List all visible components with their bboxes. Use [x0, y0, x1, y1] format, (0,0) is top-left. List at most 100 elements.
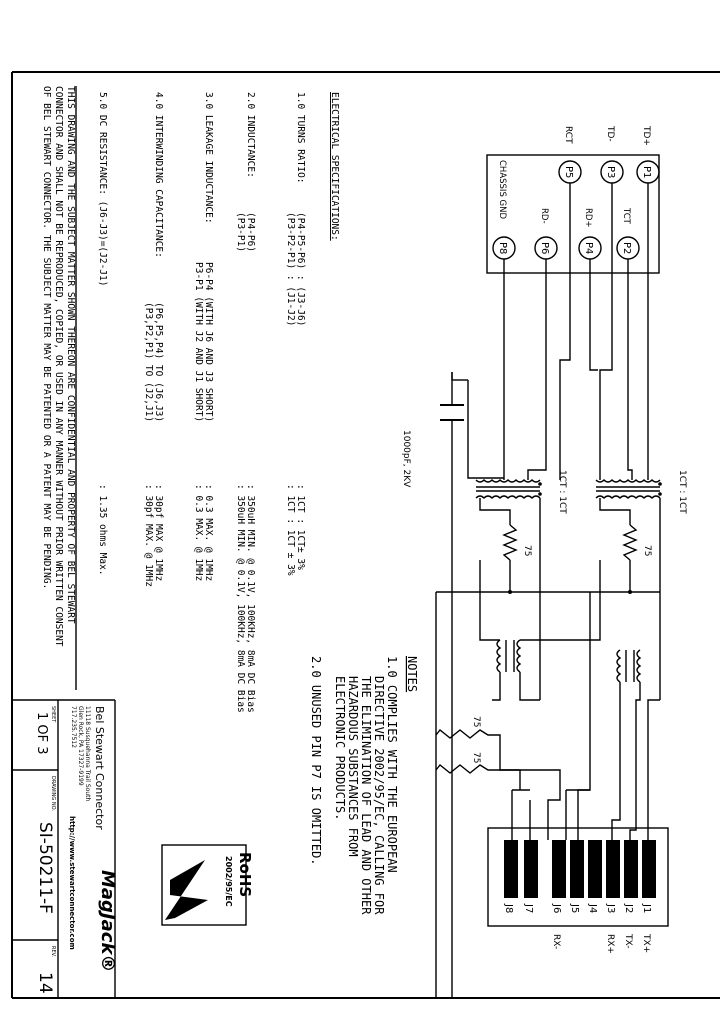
rohs-directive: 2002/95/EC: [224, 856, 233, 907]
jack-label: J4: [587, 903, 598, 913]
spec-label: 4.0 INTERWINDING CAPACITANCE:: [153, 92, 164, 258]
rohs-badge: [161, 844, 247, 926]
resistor-75: [622, 524, 638, 561]
jack-label: J6: [551, 903, 562, 913]
brand-logo: MagJack®: [97, 870, 118, 972]
ratio-top: 1CT : 1CT: [677, 470, 687, 514]
pin-label: P3: [605, 166, 616, 178]
spec-detail: (P3-P2-P1) : (J1-J2): [285, 212, 296, 326]
spec-detail: P3-P1 (WITH J2 AND J1 SHORT): [193, 262, 204, 422]
note-line: ELECTRONIC PRODUCTS.: [333, 676, 347, 821]
ratio-bottom: 1CT : 1CT: [557, 470, 567, 514]
company-address: Glen Rock, PA 17327-9199: [77, 706, 84, 786]
spec-value: : 30pf MAX. @ 1MHz: [143, 484, 154, 587]
spec-detail: (P4-P5-P6) : (J3-J6): [295, 212, 306, 326]
capacitor-label: 1000pF, 2KV: [401, 430, 411, 488]
jack-connector: [487, 827, 669, 927]
spec-detail: (P6,P5,P4) TO (J6,J3): [153, 302, 164, 422]
rev-label: REV.: [50, 946, 56, 957]
transformer-tx: [595, 479, 662, 499]
confidential-line: OF BEL STEWART CONNECTOR. THE SUBJECT MA…: [41, 86, 52, 589]
revision: 14: [35, 972, 55, 994]
note-line: 2.0 UNUSED PIN P7 IS OMITTED.: [309, 656, 323, 866]
transformer-rx: [475, 479, 542, 499]
choke-coil: [516, 639, 522, 673]
choke-coil: [496, 639, 502, 673]
choke-coil: [636, 649, 642, 683]
spec-detail: (P4-P6): [245, 212, 256, 252]
spec-value: : 350uH MIN. @ 0.1V, 100KHz, 8mA DC Bias: [235, 484, 246, 713]
note-line: HAZARDOUS SUBSTANCES FROM: [346, 676, 360, 857]
jack-label: J3: [605, 903, 616, 913]
pin-label: P4: [583, 242, 594, 254]
company-name: Bel Stewart Connector: [93, 706, 106, 830]
pin-label: P6: [539, 242, 550, 254]
spec-value: : 1CT : 1CT± 3%: [295, 484, 306, 570]
note-line: 1.0 COMPLIES WITH THE EUROPEAN: [385, 656, 399, 873]
resistor-label: 75: [522, 545, 532, 556]
resistor-label: 75: [471, 752, 481, 763]
pin-text-rd-minus: RD-: [539, 208, 549, 224]
resistor-label: 75: [471, 716, 481, 727]
jack-signal: TX+: [641, 933, 651, 953]
pin-label: P8: [497, 242, 508, 254]
spec-detail: (P3-P1): [235, 212, 246, 252]
sheet-label: SHEET: [50, 706, 56, 723]
pin-block: [486, 154, 660, 274]
rohs-label: RoHS: [236, 852, 254, 897]
spec-detail: (P3,P2,P1) TO (J2,J1): [143, 302, 154, 422]
jack-label: J2: [623, 903, 634, 913]
spec-value: : 30pf MAX @ 1MHz: [153, 484, 164, 581]
choke-coil: [616, 649, 622, 683]
note-line: THE ELIMINATION OF LEAD AND OTHER: [359, 676, 373, 915]
spec-label: 5.0 DC RESISTANCE: (J6-J3)=(J2-J1): [97, 92, 108, 286]
company-address: 11118 Susquehanna Trail South: [84, 706, 91, 802]
jack-pins: [504, 840, 656, 898]
jack-label: J5: [569, 903, 580, 913]
jack-label: J8: [503, 903, 514, 913]
pin-text-chassis-gnd: CHASSIS GND: [497, 160, 507, 219]
spec-value: : 0.3 MAX. @ 1MHz: [203, 484, 214, 581]
pin-text-rd-plus: RD+: [583, 208, 593, 228]
spec-value: : 1.35 ohms Max.: [97, 484, 108, 576]
signal-rct: RCT: [563, 126, 573, 144]
confidential-notice: THIS DRAWING AND THE SUBJECT MATTER SHOW…: [41, 86, 76, 647]
spec-detail: P6-P4 (WITH J6 AND J3 SHORT): [203, 262, 214, 422]
drawing-number: SI-50211-F: [35, 822, 55, 914]
pin-label: P2: [621, 242, 632, 254]
specs-title: ELECTRICAL SPECIFICATIONS:: [329, 92, 340, 241]
resistor-75: [435, 729, 561, 780]
jack-label: J1: [641, 903, 652, 913]
resistor-75: [502, 524, 518, 561]
spec-value: : 350uH MIN. @ 0.1V, 100KHz, 8mA DC Bias: [245, 484, 256, 713]
spec-label: 3.0 LEAKAGE INDUCTANCE:: [203, 92, 214, 224]
spec-label: 2.0 INDUCTANCE:: [245, 92, 256, 178]
electrical-specifications: ELECTRICAL SPECIFICATIONS:: [329, 92, 340, 241]
jack-signal: RX+: [605, 934, 615, 954]
spec-label: 1.0 TURNS RATIO:: [295, 92, 306, 184]
resistor-75: [435, 764, 521, 790]
spec-value: : 1CT : 1CT ± 3%: [285, 484, 296, 576]
confidential-line: CONNECTOR AND SHALL NOT BE REPRODUCED, C…: [53, 86, 64, 647]
rohs-check-icon: [165, 860, 208, 920]
note-line: DIRECTIVE 2002/95/EC, CALLING FOR: [372, 676, 386, 915]
notes-title: NOTES: [405, 656, 419, 692]
signal-td-plus: TD+: [641, 125, 651, 146]
company-address: 717.235.7512: [70, 706, 77, 748]
notes-block: NOTES: [405, 656, 419, 692]
spec-value: : 0.3 MAX. @ 1MHz: [193, 484, 204, 581]
company-url: http://www.stewartconnector.com: [68, 816, 76, 950]
pin-label: P5: [563, 166, 574, 178]
confidential-line: THIS DRAWING AND THE SUBJECT MATTER SHOW…: [65, 86, 76, 624]
signal-td-minus: TD-: [605, 125, 615, 142]
resistor-label: 75: [642, 545, 652, 556]
jack-signal: RX-: [551, 934, 561, 949]
jack-label: J7: [523, 903, 534, 913]
sheet-value: 1 OF 3: [34, 712, 49, 755]
jack-signal: TX-: [623, 933, 633, 948]
pin-label: P1: [641, 166, 652, 178]
drawing-number-label: DRAWING NO.: [50, 776, 56, 811]
pin-text-tct: TCT: [621, 207, 631, 225]
